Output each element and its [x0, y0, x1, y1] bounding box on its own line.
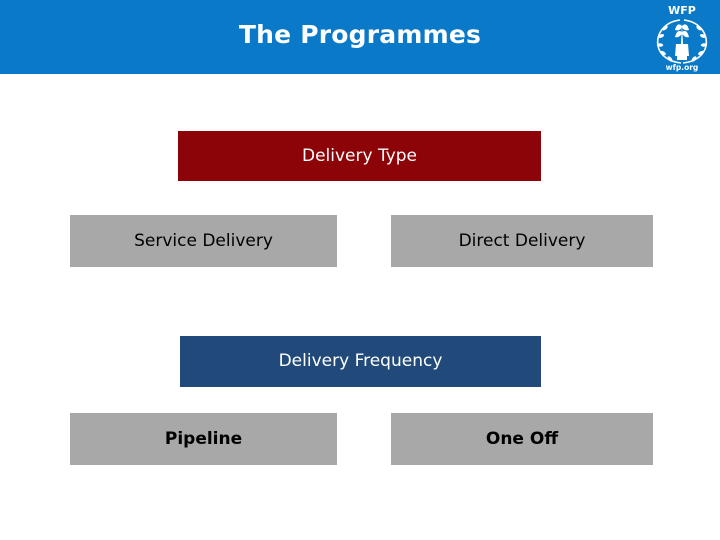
- wfp-logo: WFP: [650, 0, 714, 74]
- item-one-off-label: One Off: [485, 428, 559, 449]
- heading-delivery-type-label: Delivery Type: [301, 145, 417, 166]
- header-band: The Programmes WFP: [0, 0, 720, 74]
- heading-delivery-frequency: Delivery Frequency: [180, 336, 541, 387]
- svg-text:wfp.org: wfp.org: [666, 63, 699, 72]
- item-pipeline: Pipeline: [70, 413, 337, 465]
- svg-text:WFP: WFP: [668, 4, 696, 17]
- item-direct-delivery-label: Direct Delivery: [458, 230, 586, 251]
- item-service-delivery-label: Service Delivery: [134, 230, 273, 251]
- heading-delivery-type: Delivery Type: [178, 131, 541, 181]
- item-direct-delivery: Direct Delivery: [391, 215, 653, 267]
- item-one-off: One Off: [391, 413, 653, 465]
- item-pipeline-label: Pipeline: [164, 428, 243, 449]
- page-title: The Programmes: [238, 20, 482, 49]
- item-service-delivery: Service Delivery: [70, 215, 337, 267]
- heading-delivery-frequency-label: Delivery Frequency: [278, 351, 443, 372]
